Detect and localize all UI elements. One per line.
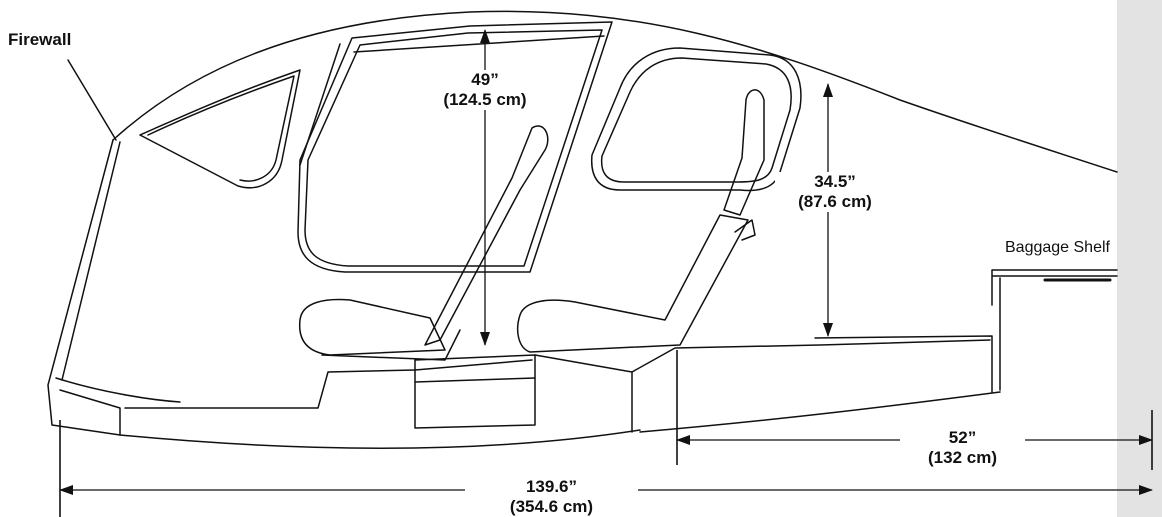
rear-floor-panel	[814, 335, 993, 393]
rear-seat-back	[723, 89, 765, 216]
windshield-frame	[139, 69, 301, 189]
side-panel	[1117, 0, 1162, 517]
rear-height-label: 34.5” (87.6 cm)	[775, 172, 895, 212]
baggage-length-imperial: 52”	[948, 428, 977, 447]
cabin-height-imperial: 49”	[471, 70, 499, 89]
cabin-height-metric: (124.5 cm)	[443, 90, 527, 109]
baggage-length-label: 52” (132 cm)	[900, 428, 1025, 468]
footwell-pedestal	[124, 369, 416, 409]
firewall-label: Firewall	[8, 30, 72, 49]
rear-window-frame	[590, 47, 802, 192]
total-length-metric: (354.6 cm)	[509, 497, 594, 516]
firewall-outline	[47, 139, 641, 450]
firewall-leader-line	[67, 59, 117, 141]
total-length-imperial: 139.6”	[525, 477, 578, 496]
center-console	[414, 354, 536, 429]
front-seat-cushion	[298, 298, 446, 356]
baggage-length-metric: (132 cm)	[928, 448, 997, 467]
roof-line	[112, 10, 1118, 173]
baggage-shelf-label: Baggage Shelf	[1005, 239, 1110, 256]
baggage-shelf-outline	[991, 269, 1118, 391]
front-door-frame	[297, 21, 613, 273]
firewall-inner	[61, 141, 121, 381]
rear-height-imperial: 34.5”	[814, 172, 856, 191]
cabin-height-label: 49” (124.5 cm)	[420, 70, 550, 110]
front-seat-back	[424, 125, 549, 346]
rear-seat-cushion	[517, 214, 749, 353]
rear-lower-line	[639, 391, 1001, 433]
cabin-floor	[534, 354, 633, 433]
rear-height-metric: (87.6 cm)	[798, 192, 872, 211]
total-length-label: 139.6” (354.6 cm)	[465, 477, 638, 517]
